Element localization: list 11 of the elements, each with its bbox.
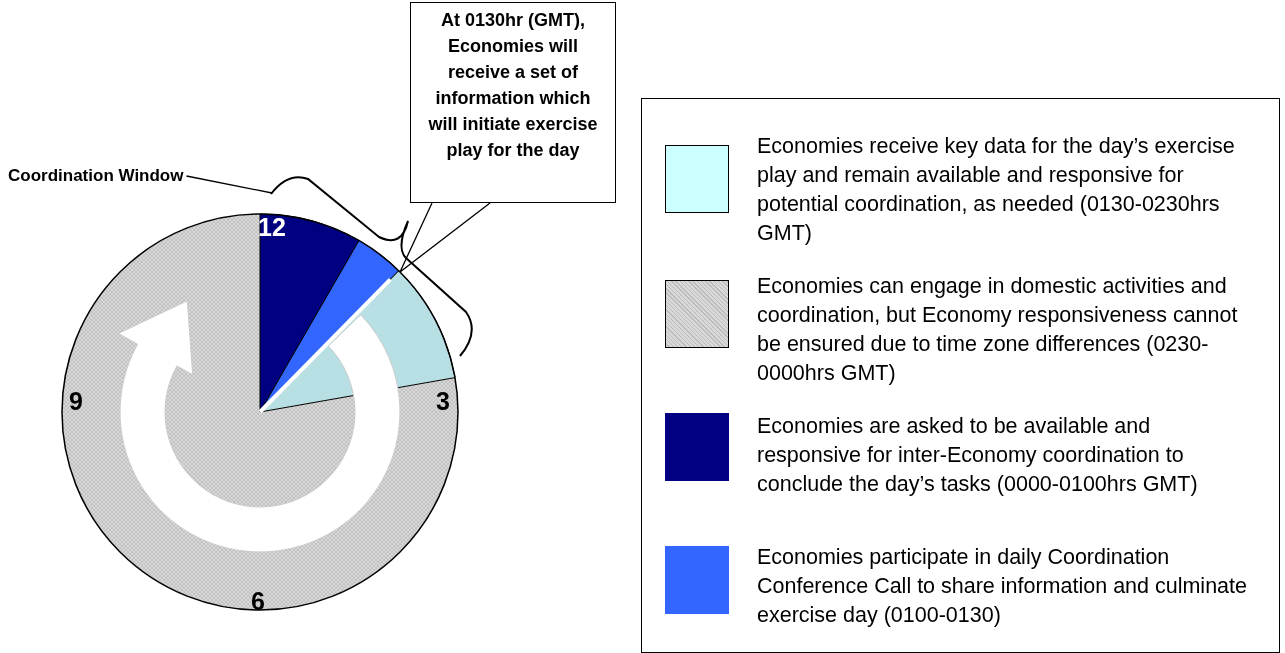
- clock-number: 9: [68, 386, 84, 416]
- clock-number: 12: [257, 212, 287, 242]
- legend-text: Economies receive key data for the day’s exercise play and remain available and responsive for potential coordination, as needed (0130-0230hrs GMT): [757, 133, 1236, 247]
- clock-number: 3: [435, 386, 451, 416]
- legend-text: Economies are asked to be available and responsive for inter-Economy coordination to conclude the day’s tasks (0000-0100hrs GMT): [757, 413, 1199, 498]
- clock-number: 6: [250, 586, 266, 616]
- leader-line: [185, 175, 273, 194]
- annotation-label: Coordination Window: [8, 164, 184, 188]
- legend-text: Economies participate in daily Coordination Conference Call to share information and culminate exercise day (0100-0130): [757, 544, 1248, 629]
- callout-box: At 0130hr (GMT), Economies will receive a set of information which will initiate exercise play for the day: [410, 2, 616, 203]
- legend-text: Economies can engage in domestic activities and coordination, but Economy responsiveness cannot be ensured due to time zone differences (0230-0000hrs GMT): [757, 273, 1239, 387]
